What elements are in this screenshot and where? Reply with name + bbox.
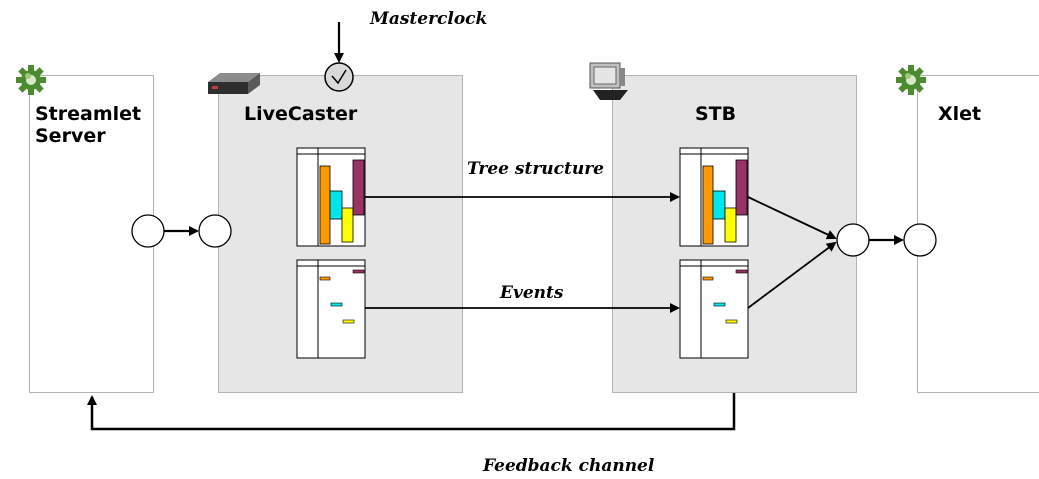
livecaster-input-port bbox=[198, 214, 232, 248]
stb-events-panel bbox=[679, 259, 749, 359]
bar-yellow bbox=[341, 207, 354, 243]
gear-icon bbox=[16, 65, 46, 95]
livecaster-label: LiveCaster bbox=[244, 103, 358, 125]
stb-events-to-port-arrow bbox=[747, 241, 837, 309]
streamlet-server-label: Streamlet Server bbox=[35, 103, 142, 147]
livecaster-events-panel bbox=[296, 259, 366, 359]
streamlet-server-output-port bbox=[131, 214, 165, 248]
clock-icon bbox=[324, 62, 354, 92]
monitor-icon bbox=[589, 62, 628, 100]
xlet-input-port bbox=[903, 223, 937, 257]
gear-icon bbox=[896, 65, 926, 95]
stb-tree-panel bbox=[679, 147, 749, 247]
bar-orange bbox=[319, 165, 331, 245]
livecaster-tree-panel bbox=[296, 147, 366, 247]
bar-cyan bbox=[329, 190, 343, 220]
server-device-icon bbox=[208, 73, 260, 94]
stb-label: STB bbox=[695, 103, 737, 125]
stb-output-port bbox=[836, 223, 870, 257]
feedback-channel-arrow bbox=[87, 393, 736, 431]
feedback-channel-label: Feedback channel bbox=[483, 456, 655, 476]
events-label: Events bbox=[500, 283, 564, 303]
masterclock-label: Masterclock bbox=[370, 9, 488, 29]
xlet-box bbox=[917, 75, 1039, 393]
tree-structure-label: Tree structure bbox=[467, 159, 604, 179]
stb-tree-to-port-arrow bbox=[747, 196, 837, 240]
bar-maroon bbox=[352, 159, 365, 216]
xlet-label: Xlet bbox=[938, 103, 982, 125]
